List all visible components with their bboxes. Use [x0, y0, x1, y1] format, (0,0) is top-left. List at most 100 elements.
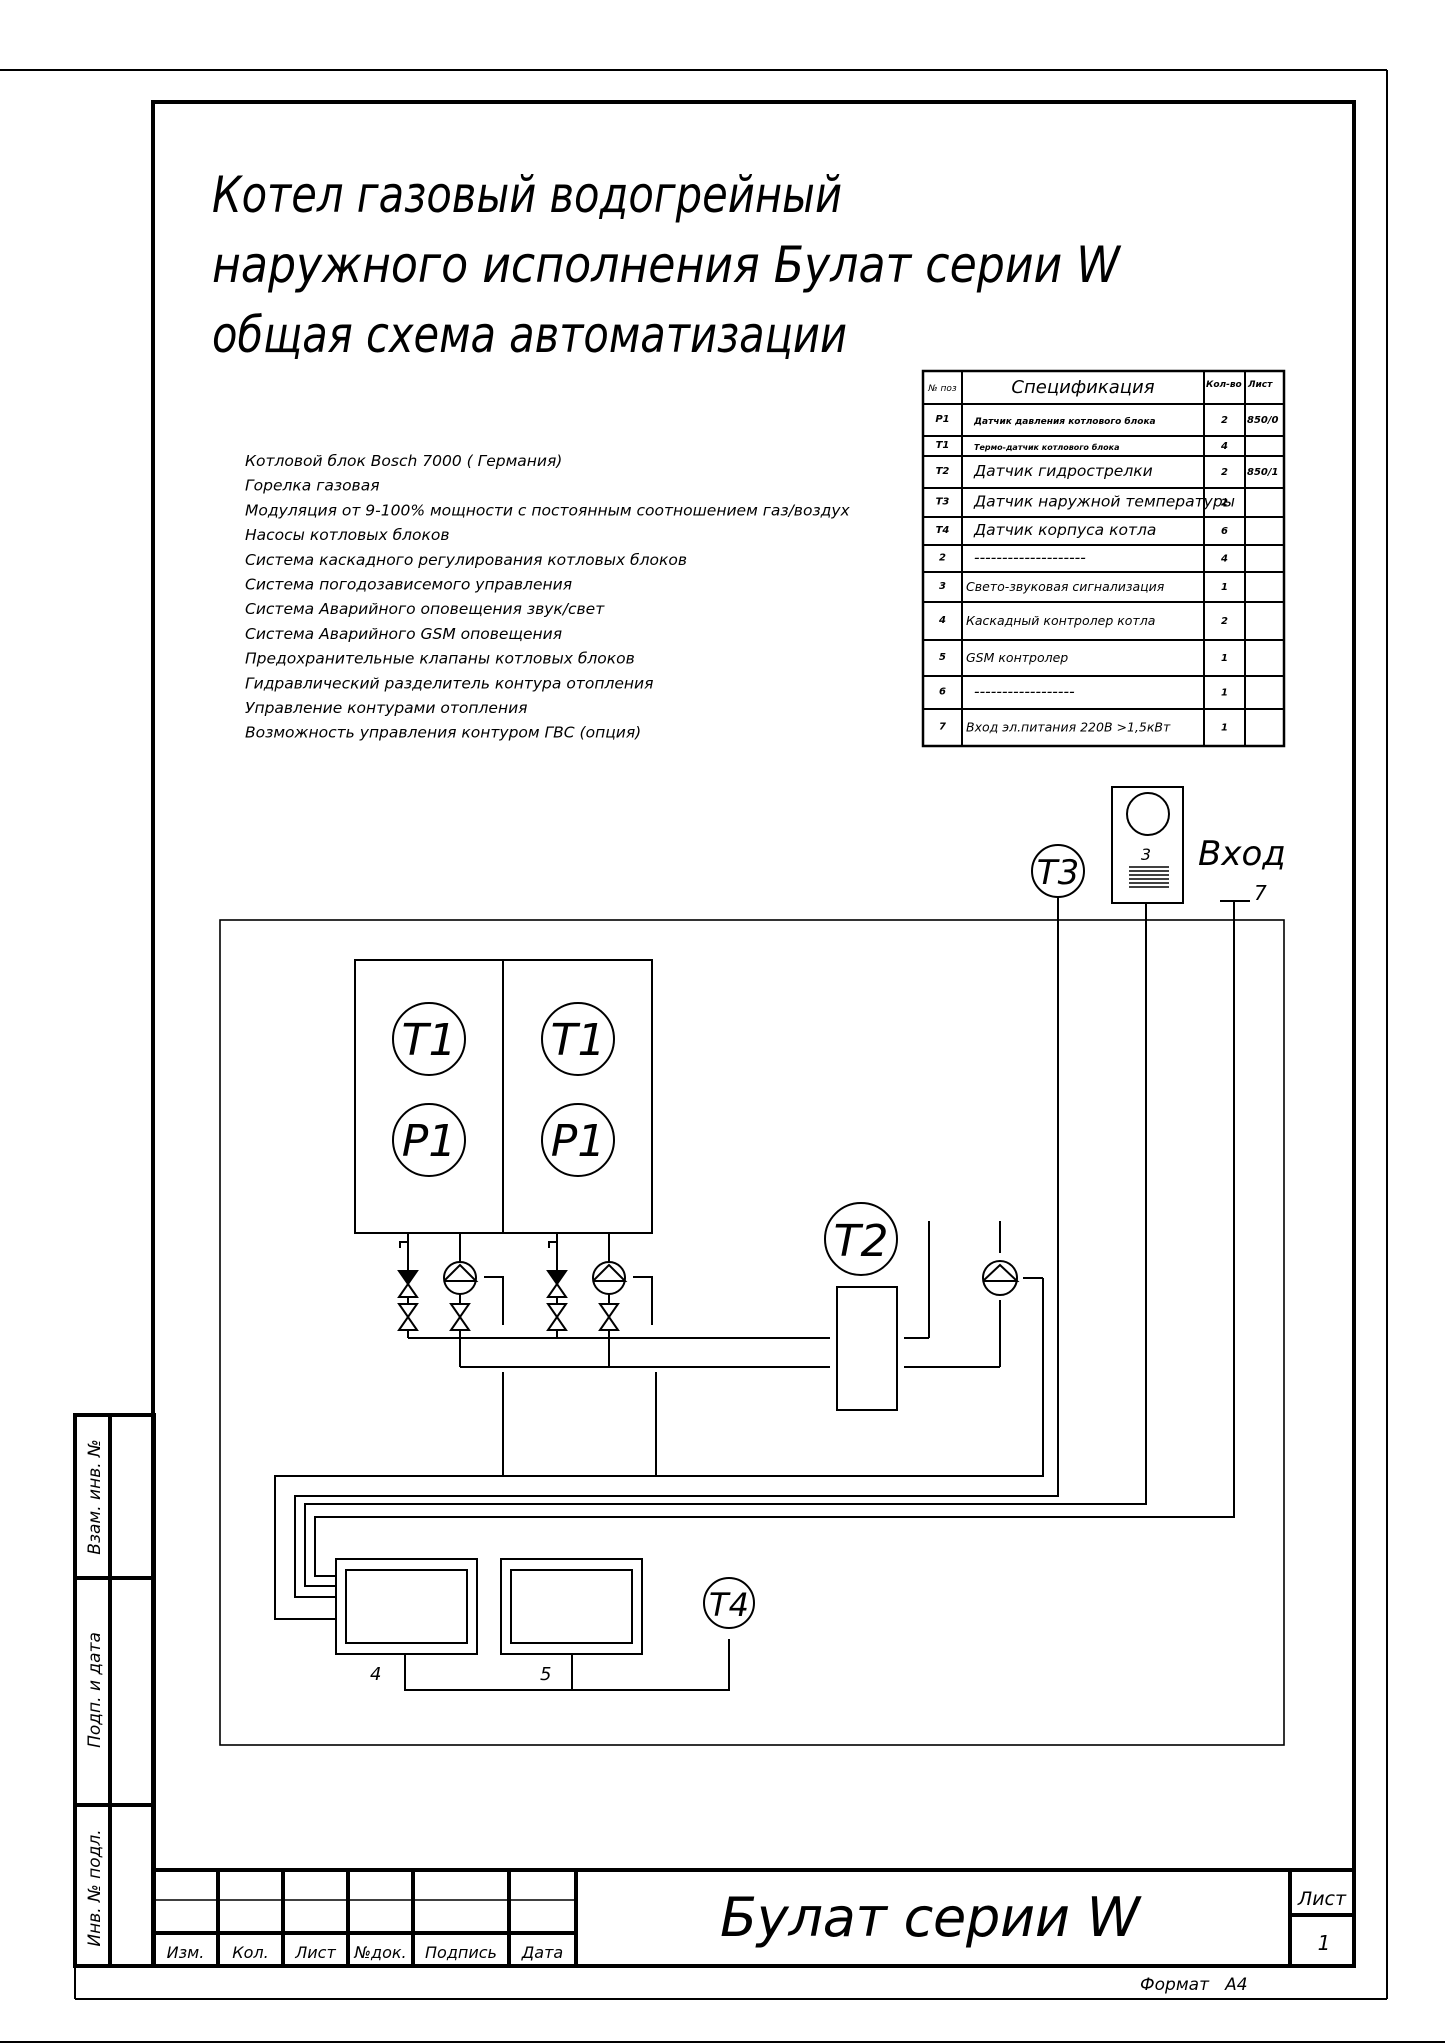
spec-pos: P1 — [935, 414, 949, 425]
power-input-number: 7 — [1254, 881, 1267, 905]
feature-item: Горелка газовая — [245, 477, 380, 495]
spec-name: Каскадный контролер котла — [966, 613, 1155, 628]
svg-text:P1: P1 — [402, 1116, 457, 1167]
gate-valve-icon — [449, 1303, 471, 1331]
spec-name: GSM контролер — [966, 650, 1068, 665]
drawing-title: Котел газовый водогрейный наружного испо… — [212, 166, 1121, 364]
spec-pos: T1 — [936, 440, 950, 451]
spec-name: Свето-звуковая сигнализация — [966, 579, 1165, 594]
gate-valve-icon — [546, 1303, 568, 1331]
spec-table-row: 6------------------1 — [939, 683, 1228, 701]
stamp-signature-date: Подп. и дата — [85, 1632, 105, 1748]
svg-text:T1: T1 — [402, 1015, 457, 1066]
spec-pos: 3 — [939, 581, 946, 592]
spec-table-row: T1 Термо-датчик котлового блока 4 — [936, 440, 1228, 452]
spec-qty: 2 — [1221, 415, 1228, 426]
spec-table-grid — [921, 369, 1286, 748]
title-line-3: общая схема автоматизации — [212, 306, 847, 364]
spec-table-row: 5 GSM контролер 1 — [939, 650, 1228, 665]
spec-sheet: 850/1 — [1247, 467, 1278, 478]
spec-qty: 1 — [1221, 582, 1228, 593]
controller-5-label: 5 — [540, 1664, 551, 1685]
spec-qty: 2 — [1221, 498, 1228, 509]
power-input-label: Вход — [1198, 834, 1286, 874]
check-valve-icon — [397, 1270, 419, 1298]
circulation-pump-icon — [443, 1261, 479, 1295]
gate-valve-icon — [598, 1303, 620, 1331]
spec-pos: T3 — [936, 497, 950, 508]
spec-pos: 7 — [939, 722, 946, 733]
sheet-label: Лист — [1297, 1888, 1347, 1910]
cascade-controller — [335, 1558, 478, 1655]
feature-item: Управление контурами отопления — [245, 699, 527, 717]
title-block-column-label: Лист — [294, 1943, 336, 1962]
spec-name: Термо-датчик котлового блока — [974, 442, 1119, 452]
sheet-number: 1 — [1318, 1931, 1331, 1955]
circulation-pump-icon — [592, 1261, 628, 1295]
spec-qty: 6 — [1221, 526, 1228, 537]
spec-name: -------------------- — [974, 549, 1086, 567]
svg-text:T1: T1 — [551, 1015, 606, 1066]
feature-item: Модуляция от 9-100% мощности с постоянны… — [245, 501, 851, 519]
inner-frame — [151, 100, 1356, 1968]
title-block-column-label: №док. — [353, 1943, 406, 1962]
feature-item: Система Аварийного GSM оповещения — [245, 625, 562, 643]
spec-pos: 5 — [939, 652, 946, 663]
spec-table-row: 3 Свето-звуковая сигнализация 1 — [939, 579, 1228, 594]
spec-qty: 1 — [1221, 688, 1228, 699]
spec-header-sheet: Лист — [1247, 380, 1273, 390]
spec-header-pos: № поз — [927, 384, 957, 394]
spec-name: Датчик корпуса котла — [973, 521, 1156, 539]
spec-pos: 2 — [939, 553, 946, 564]
spec-qty: 1 — [1221, 653, 1228, 664]
feature-item: Котловой блок Bosch 7000 ( Германия) — [245, 452, 562, 470]
boiler-piping — [397, 1233, 830, 1368]
sensor-p1-1: P1 — [392, 1103, 466, 1177]
feature-item: Система Аварийного оповещения звук/свет — [245, 600, 605, 618]
paper-format: Формат А4 — [1140, 1975, 1248, 1995]
svg-text:T2: T2 — [834, 1216, 889, 1267]
feature-item: Предохранительные клапаны котловых блоко… — [245, 650, 635, 668]
sensor-t1-1: T1 — [392, 1002, 466, 1076]
sensor-t1-2: T1 — [541, 1002, 615, 1076]
stamp-replacement-inv: Взам. инв. № — [85, 1439, 105, 1554]
spec-name: Датчик гидрострелки — [973, 462, 1153, 480]
feature-item: Гидравлический разделитель контура отопл… — [245, 674, 653, 692]
title-block-column-label: Изм. — [167, 1943, 205, 1962]
feature-item: Система погодозависемого управления — [245, 576, 572, 594]
boiler-1-piping — [397, 1233, 504, 1367]
check-valve-icon — [546, 1270, 568, 1298]
title-block-column-label: Кол. — [232, 1943, 268, 1962]
svg-text:T3: T3 — [1037, 853, 1079, 893]
side-stamp — [73, 1413, 156, 1968]
spec-pos: T4 — [936, 525, 950, 536]
boiler-block-2-sensors: T1 P1 — [541, 1002, 615, 1177]
feature-item: Система каскадного регулирования котловы… — [245, 551, 687, 569]
spec-pos: 6 — [939, 687, 946, 698]
schematic-frame — [219, 919, 1285, 1746]
alarm-unit: 3 — [1111, 786, 1184, 904]
spec-qty: 4 — [1220, 441, 1228, 452]
boiler-block-1-sensors: T1 P1 — [392, 1002, 466, 1177]
signal-wiring — [274, 900, 1250, 1620]
outer-frame — [0, 69, 1445, 2043]
spec-table-row: T4 Датчик корпуса котла 6 — [936, 521, 1228, 539]
spec-qty: 2 — [1221, 616, 1228, 627]
spec-table-row: 2 -------------------- 4 — [939, 549, 1228, 567]
controller-4-label: 4 — [370, 1664, 381, 1685]
heating-circuit — [904, 1221, 1044, 1469]
spec-qty: 4 — [1220, 554, 1228, 565]
title-line-2: наружного исполнения Булат серии W — [212, 236, 1121, 294]
sensor-p1-2: P1 — [541, 1103, 615, 1177]
speaker-grille-icon — [1129, 866, 1169, 888]
controller-bus — [404, 1639, 730, 1691]
svg-text:T4: T4 — [709, 1586, 749, 1624]
title-line-1: Котел газовый водогрейный — [212, 166, 842, 224]
hydraulic-separator: T2 — [824, 1202, 898, 1411]
